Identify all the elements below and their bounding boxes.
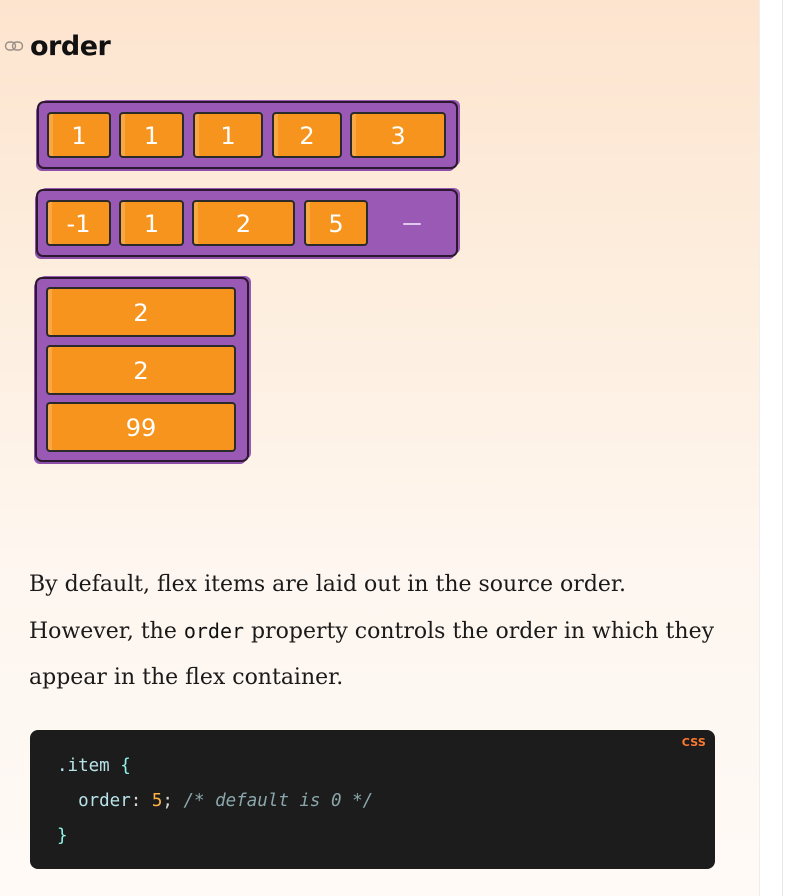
flex-item: 1	[119, 200, 184, 246]
open-brace: {	[120, 756, 131, 776]
flex-item: 5	[304, 200, 368, 246]
gutter-divider	[782, 0, 783, 896]
description-paragraph: By default, flex items are laid out in t…	[29, 562, 719, 701]
flex-item: 2	[192, 200, 295, 246]
language-badge: css	[681, 736, 706, 749]
flex-demo-column: 2 2 99	[35, 277, 249, 462]
page-title: order	[30, 30, 111, 62]
paragraph-text: By default, flex items are laid out in t…	[29, 572, 627, 644]
link-icon[interactable]	[4, 38, 26, 54]
inline-code: order	[183, 619, 245, 643]
flex-item: 2	[46, 287, 236, 337]
semicolon: ;	[162, 791, 173, 811]
container-end-mark	[403, 223, 421, 225]
flex-demo-row-1: 1 1 1 2 3	[37, 101, 458, 169]
section-heading: order	[4, 28, 111, 64]
flex-item: 1	[47, 112, 111, 158]
code-content[interactable]: .item { order: 5; /* default is 0 */ }	[57, 749, 373, 854]
close-brace: }	[57, 826, 68, 846]
flex-item: -1	[46, 200, 111, 246]
code-comment: /* default is 0 */	[183, 791, 374, 811]
right-scroll-gutter	[759, 0, 788, 896]
flex-item: 99	[46, 402, 236, 452]
css-property: order	[78, 791, 131, 811]
flex-demo-row-2: -1 1 2 5	[36, 189, 458, 257]
css-value: 5	[151, 791, 163, 811]
flex-item: 2	[46, 345, 236, 395]
colon: :	[130, 791, 142, 811]
flex-item: 3	[350, 112, 446, 158]
css-selector: .item	[57, 756, 110, 776]
flex-item: 2	[272, 112, 342, 158]
code-block[interactable]: css .item { order: 5; /* default is 0 */…	[30, 730, 715, 869]
flex-item: 1	[119, 112, 184, 158]
flex-item: 1	[193, 112, 263, 158]
paragraph-text: property controls the order in which the…	[29, 619, 715, 690]
